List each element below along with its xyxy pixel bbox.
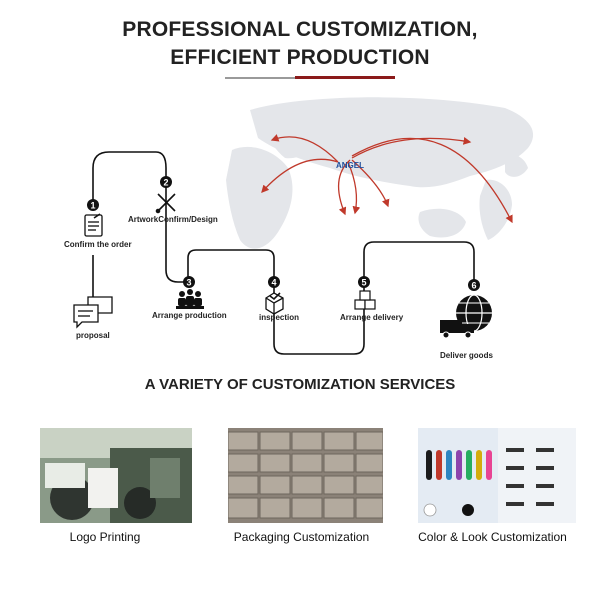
step-label-3: Arrange production — [152, 311, 227, 320]
boxes-icon — [354, 290, 376, 310]
svg-text:1: 1 — [90, 201, 95, 211]
process-path — [92, 151, 475, 355]
svg-text:5: 5 — [361, 278, 366, 288]
caption-color-look-customization: Color & Look Customization — [418, 530, 567, 544]
design-tools-icon — [155, 193, 176, 214]
page-title-line-1: PROFESSIONAL CUSTOMIZATION, — [122, 18, 478, 41]
photo-logo-printing — [40, 428, 192, 523]
svg-text:6: 6 — [471, 281, 476, 291]
shipping-arcs — [261, 134, 513, 224]
step-label-2: ArtworkConfirm/Design — [128, 215, 218, 224]
step-label-6: Deliver goods — [440, 351, 493, 360]
step-badge-6: 6 — [468, 279, 480, 291]
brand-logo-text: ANGEL — [336, 161, 364, 170]
map-africa — [226, 146, 293, 249]
step-badge-2: 2 — [160, 176, 172, 188]
document-icon — [84, 213, 103, 237]
services-title: A VARIETY OF CUSTOMIZATION SERVICES — [144, 376, 456, 393]
map-islands — [505, 154, 528, 177]
step-badge-3: 3 — [183, 276, 195, 288]
title-underline-red — [295, 76, 395, 79]
caption-packaging-customization: Packaging Customization — [233, 530, 370, 544]
globe-truck-icon — [440, 294, 492, 339]
proposal-label: proposal — [76, 331, 110, 340]
svg-text:3: 3 — [186, 278, 191, 288]
step-badge-4: 4 — [268, 276, 280, 288]
box-check-icon — [265, 292, 284, 315]
step-badge-1: 1 — [87, 199, 99, 211]
photo-packaging-customization — [228, 428, 383, 523]
caption-logo-printing: Logo Printing — [69, 530, 141, 544]
step-badge-5: 5 — [358, 276, 370, 288]
brand-logo: ANGEL — [336, 161, 364, 170]
svg-text:4: 4 — [271, 278, 276, 288]
map-australia — [418, 208, 466, 238]
world-map — [226, 97, 534, 249]
workers-icon — [176, 289, 204, 309]
chat-bubbles-icon — [73, 296, 113, 329]
title-underline-grey — [225, 77, 295, 79]
step-label-1: Confirm the order — [64, 240, 132, 249]
page-title-line-2: EFFICIENT PRODUCTION — [170, 46, 430, 69]
photo-color-look-customization — [418, 428, 576, 523]
map-south-america — [479, 179, 512, 240]
step-label-4: inspection — [259, 313, 300, 322]
svg-text:2: 2 — [163, 178, 168, 188]
step-label-5: Arrange delivery — [340, 313, 404, 322]
